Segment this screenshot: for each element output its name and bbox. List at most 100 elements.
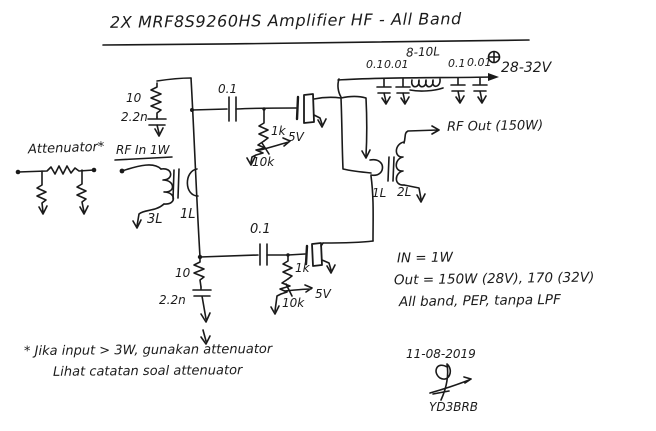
bias-v-label: 5V xyxy=(288,130,304,144)
ground-icon xyxy=(403,184,426,203)
input-transformer xyxy=(114,77,201,258)
supply-rail xyxy=(337,50,501,105)
capacitor-symbol xyxy=(192,286,212,323)
note-line: Out = 150W (28V), 170 (32V) xyxy=(393,269,595,289)
rf-in-label: RF In 1W xyxy=(116,143,170,157)
output-primary-label: 1L xyxy=(372,186,387,200)
capacitor-symbol xyxy=(450,77,466,104)
bias-pot-label: 10k xyxy=(282,296,305,310)
choke-coil-symbol xyxy=(410,78,441,88)
footnote-line: * Jika input > 3W, gunakan attenuator xyxy=(23,341,273,360)
mosfet-top xyxy=(295,93,342,128)
signature-stroke xyxy=(432,363,452,401)
wire xyxy=(320,242,324,247)
wiper-arrow xyxy=(285,283,293,297)
capacitor-symbol xyxy=(376,78,392,105)
wire xyxy=(337,76,491,81)
rf-out-label: RF Out (150W) xyxy=(446,118,544,135)
potentiometer-symbol xyxy=(246,140,266,166)
wire xyxy=(191,108,228,111)
transistor-body xyxy=(311,242,323,267)
attenuator-network xyxy=(15,165,97,215)
wire xyxy=(156,77,192,82)
choke-label: 8-10L xyxy=(405,44,441,60)
resistor-symbol xyxy=(258,108,269,142)
ground-icon xyxy=(313,114,327,128)
resistor-symbol xyxy=(193,257,205,288)
wire xyxy=(199,254,259,258)
wire xyxy=(287,253,306,256)
wire xyxy=(121,164,162,172)
primary-halfloop xyxy=(369,159,384,176)
bias-r-label: 1k xyxy=(295,261,310,275)
circle-plus-icon xyxy=(487,50,501,64)
wire xyxy=(235,107,297,110)
cap-label: 0.1 xyxy=(366,58,384,71)
series-c-label: 2.2n xyxy=(159,293,186,307)
capacitor-symbol xyxy=(395,78,411,105)
resistor-symbol xyxy=(76,169,89,215)
primary-loop xyxy=(340,95,372,174)
arrow-icon xyxy=(488,73,499,81)
footnote-line: Lihat catatan soal attenuator xyxy=(52,363,243,380)
bias-arrow xyxy=(284,284,313,293)
series-c-label: 2.2n xyxy=(121,110,148,124)
capacitor-symbol xyxy=(472,77,488,104)
series-r-label: 10 xyxy=(126,91,142,105)
loop-arrowhead xyxy=(361,149,371,159)
wiper-arrow xyxy=(261,142,270,155)
transistor-body xyxy=(303,93,315,124)
choke-core-line xyxy=(409,87,444,92)
signature-arrow xyxy=(429,376,472,394)
terminal-dot xyxy=(15,169,21,175)
gate-top-network xyxy=(147,77,297,166)
terminal-dot xyxy=(91,167,97,173)
cap-label: 0.1 xyxy=(448,57,466,70)
input-secondary-label: 1L xyxy=(180,207,196,222)
resistor-symbol xyxy=(282,254,293,280)
gate-bottom-network xyxy=(192,243,313,323)
date-label: 11-08-2019 xyxy=(406,347,476,361)
primary-coil-symbol xyxy=(160,168,175,205)
gate-bar xyxy=(295,95,300,121)
coupling-cap-label: 0.1 xyxy=(218,82,238,96)
output-secondary-label: 2L xyxy=(397,185,412,199)
secondary-coil-symbol xyxy=(395,141,405,186)
supply-voltage-label: 28-32V xyxy=(501,60,552,76)
note-line: All band, PEP, tanpa LPF xyxy=(398,291,561,311)
series-r-label: 10 xyxy=(175,266,191,280)
bias-r-label: 1k xyxy=(271,124,286,138)
ground-icon xyxy=(321,259,336,274)
coupling-cap-label: 0.1 xyxy=(250,222,271,237)
input-primary-label: 3L xyxy=(147,212,163,227)
core-bars xyxy=(387,156,395,182)
note-line: IN = 1W xyxy=(396,249,454,267)
attenuator-label: Attenuator* xyxy=(27,139,105,158)
wire xyxy=(322,240,374,244)
core-bars xyxy=(172,168,180,200)
ground-icon xyxy=(132,203,165,229)
capacitor-symbol xyxy=(259,243,268,266)
mosfet-bottom xyxy=(287,242,336,274)
callsign-label: YD3BRB xyxy=(429,400,479,414)
gate-bar xyxy=(304,244,309,266)
schematic-title: 2X MRF8S9260HS Amplifier HF - All Band xyxy=(109,9,462,32)
cap-label: 0.01 xyxy=(467,56,492,69)
wire xyxy=(370,175,374,242)
cap-label: 0.01 xyxy=(384,58,409,71)
output-transformer xyxy=(322,95,440,244)
bias-v-label: 5V xyxy=(315,287,331,301)
secondary-loop xyxy=(186,168,199,197)
capacitor-symbol xyxy=(147,116,167,137)
resistor-symbol xyxy=(150,82,162,118)
resistor-symbol xyxy=(36,170,48,215)
capacitor-symbol xyxy=(228,96,237,122)
resistor-symbol xyxy=(17,165,95,175)
footnote-arrow xyxy=(200,329,211,345)
bias-arrow xyxy=(259,137,291,151)
potentiometer-symbol xyxy=(270,278,291,315)
signature-scribble xyxy=(429,363,472,401)
title-underline xyxy=(102,39,530,46)
